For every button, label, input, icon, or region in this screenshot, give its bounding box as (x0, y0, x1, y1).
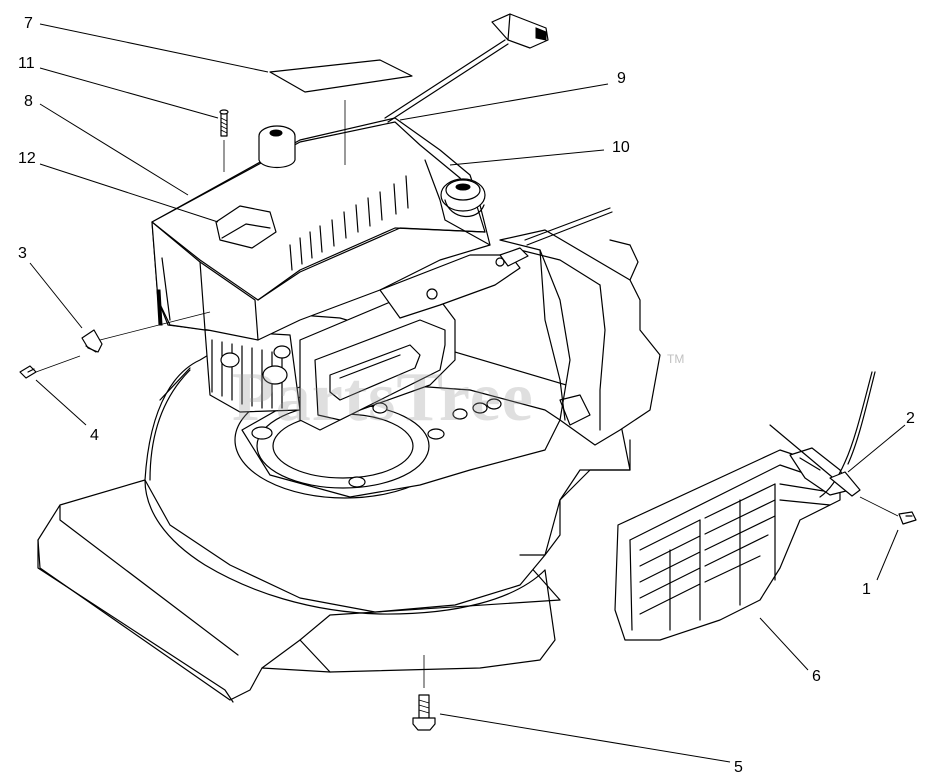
throttle-cable (384, 13, 613, 246)
watermark: PartsTree (232, 359, 534, 436)
shroud-vents (289, 175, 409, 271)
clip-part-3 (81, 329, 103, 353)
callout-2: 2 (906, 410, 915, 427)
callout-8: 8 (24, 93, 33, 110)
rod-part-2 (819, 371, 876, 498)
callout-11: 11 (18, 55, 35, 72)
decal-plate (269, 59, 413, 93)
callout-7: 7 (24, 15, 33, 32)
callout-6: 6 (812, 668, 821, 685)
callout-4: 4 (90, 427, 99, 444)
callout-10: 10 (612, 139, 630, 156)
screw-part-1 (859, 496, 917, 525)
screw-part-4 (19, 311, 211, 379)
callout-3: 3 (18, 245, 27, 262)
callout-9: 9 (617, 70, 626, 87)
rear-guard-part-6 (614, 424, 851, 641)
callout-5: 5 (734, 759, 743, 776)
callout-1: 1 (862, 581, 871, 598)
bolt-part-5 (412, 655, 436, 731)
engine-assembly (151, 117, 529, 431)
callout-12: 12 (18, 150, 36, 167)
guard-grid (639, 483, 831, 631)
leader-lines (29, 23, 906, 763)
screw-part-11 (219, 109, 229, 172)
watermark-trademark: TM (667, 352, 685, 366)
